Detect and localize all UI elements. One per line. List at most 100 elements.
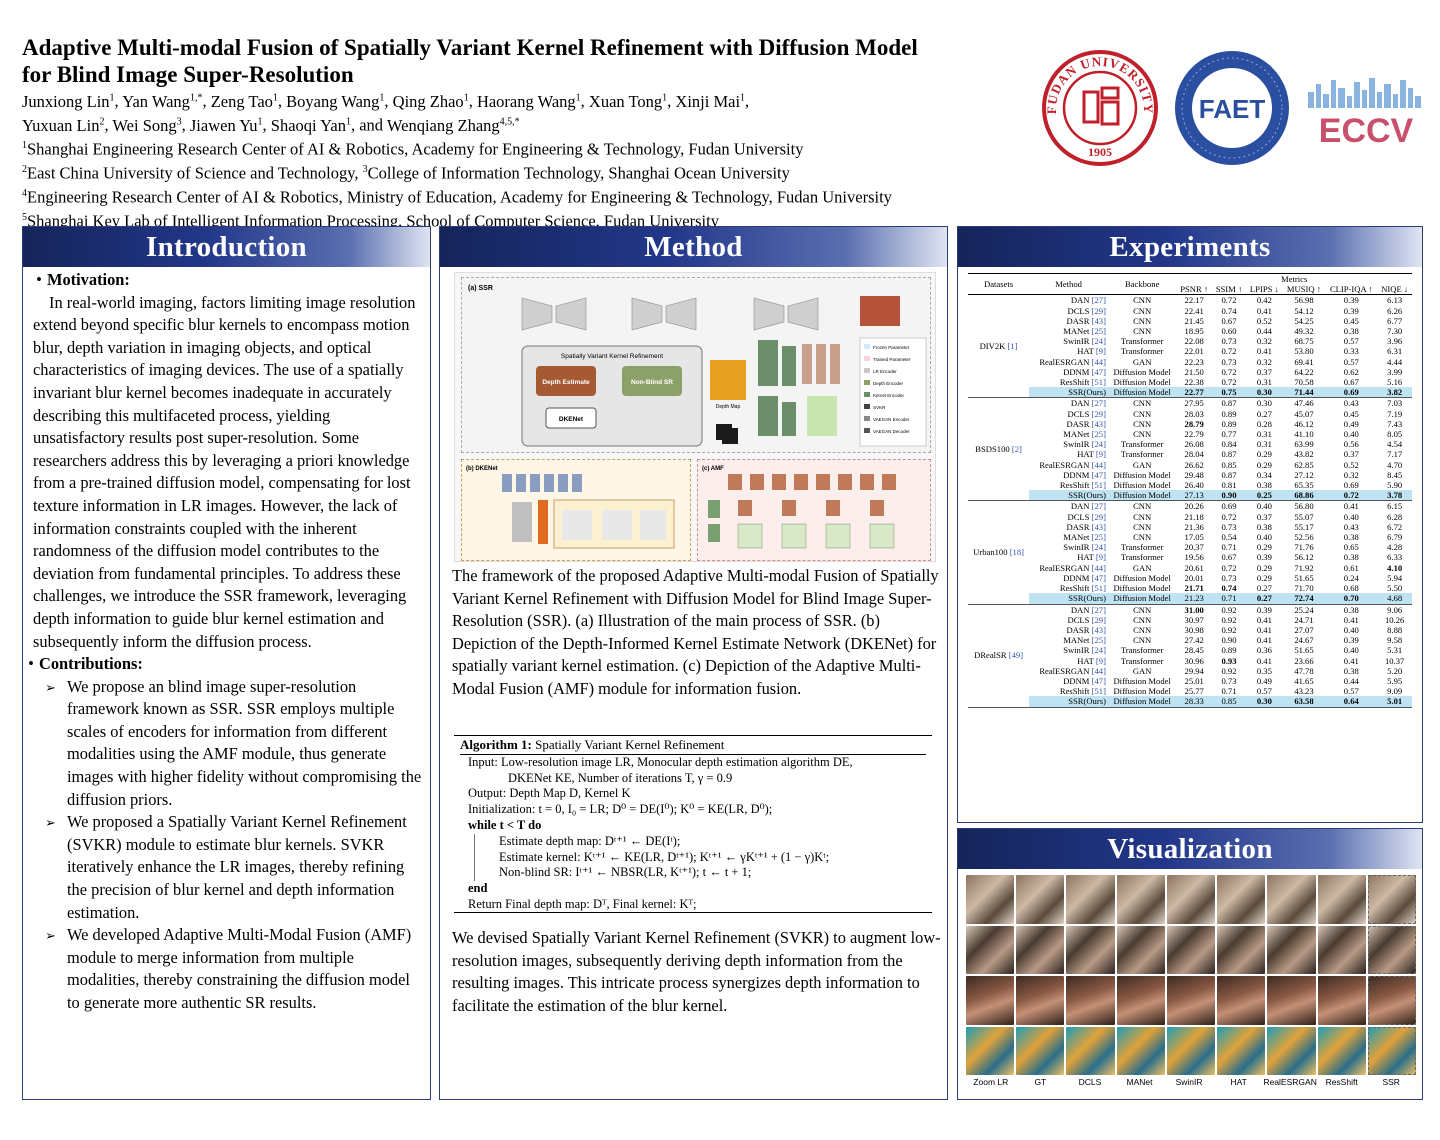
backbone-cell: CNN	[1133, 398, 1152, 409]
metric-value-cell: 9.58	[1387, 635, 1403, 646]
author-name: Junxiong Lin1	[22, 91, 115, 111]
metric-value-cell: 0.27	[1256, 408, 1272, 419]
method-cell: HAT [9]	[1077, 449, 1106, 460]
metric-value-cell: 71.44	[1282, 387, 1326, 399]
metric-value-cell: 6.72	[1387, 521, 1403, 532]
metric-value-cell: 6.79	[1387, 532, 1403, 543]
metric-value-cell: 49.32	[1294, 326, 1314, 337]
metric-value-cell: 0.93	[1221, 655, 1237, 666]
col-metrics: Metrics	[1176, 273, 1412, 285]
experiments-heading: Experiments	[958, 227, 1422, 267]
metric-value-cell: 71.70	[1294, 583, 1314, 594]
metric-value-cell: 0.56	[1343, 439, 1359, 450]
comparison-image	[966, 976, 1015, 1025]
svg-text:Non-Blind SR: Non-Blind SR	[631, 379, 673, 386]
metric-value-cell: 22.08	[1184, 336, 1204, 347]
figure-ssr-panel: (a) SSR Spatially Variant Kernel Refinem…	[461, 277, 931, 453]
metric-value-cell: 24.67	[1294, 635, 1314, 646]
metric-value-cell: 29.94	[1184, 665, 1204, 676]
metric-value-cell: 0.32	[1256, 356, 1272, 367]
algorithm-line: DKENet KE, Number of iterations T, γ = 0…	[508, 770, 733, 785]
algorithm-title: Algorithm 1: Spatially Variant Kernel Re…	[460, 736, 926, 755]
comparison-label: DCLS	[1078, 1077, 1102, 1087]
metric-value-cell: 0.29	[1256, 459, 1272, 470]
metric-value-cell: 71.76	[1294, 542, 1314, 553]
metric-value-cell: 0.70	[1325, 593, 1378, 605]
comparison-image	[1166, 925, 1216, 974]
figure-dkenet-panel: (b) DKENet	[461, 459, 691, 561]
metric-value-cell: 6.28	[1387, 511, 1403, 522]
backbone-cell: CNN	[1133, 295, 1152, 306]
affiliation-5: 5Shanghai Key Lab of Intelligent Informa…	[22, 211, 719, 231]
metric-value-cell: 6.26	[1387, 305, 1403, 316]
metric-value-cell: 0.40	[1256, 532, 1272, 543]
eccv-logo: ECCV	[1308, 78, 1421, 148]
svg-text:Spatially Variant Kernel Refin: Spatially Variant Kernel Refinement	[561, 353, 663, 360]
method-cell: DCLS [29]	[1067, 305, 1106, 316]
metric-value-cell: 0.69	[1325, 387, 1378, 399]
metric-value-cell: 0.92	[1221, 665, 1237, 676]
metric-value-cell: 10.37	[1385, 655, 1405, 666]
metric-value-cell: 5.01	[1377, 696, 1412, 708]
metric-value-cell: 0.37	[1256, 366, 1272, 377]
metric-value-cell: 0.89	[1221, 418, 1237, 429]
method-cell: ResShift [51]	[1059, 480, 1106, 491]
backbone-cell: Diffusion Model	[1107, 593, 1177, 605]
results-table-wrap: Datasets Method Backbone Metrics PSNR ↑S…	[968, 272, 1412, 797]
author-name: Yan Wang1,*	[122, 91, 203, 111]
arrow-bullet-icon: ➢	[45, 816, 56, 832]
algorithm-line: Estimate kernel: Kᵗ⁺¹ ← KE(LR, Dᵗ⁺¹); Kᵗ…	[499, 849, 830, 864]
metric-value-cell: 53.80	[1294, 346, 1314, 357]
method-cell: ResShift [51]	[1059, 583, 1106, 594]
metric-value-cell: 5.50	[1387, 583, 1403, 594]
contribution-item: ➢We propose an blind image super-resolut…	[45, 676, 422, 812]
backbone-cell: Diffusion Model	[1113, 366, 1171, 377]
backbone-cell: CNN	[1133, 408, 1152, 419]
metric-value-cell: 27.13	[1176, 490, 1212, 502]
backbone-cell: Transformer	[1120, 542, 1164, 553]
metric-value-cell: 0.67	[1343, 377, 1359, 388]
svg-text:(a) SSR: (a) SSR	[468, 285, 493, 292]
backbone-cell: Transformer	[1120, 336, 1164, 347]
metric-value-cell: 17.05	[1184, 532, 1204, 543]
backbone-cell: CNN	[1133, 604, 1152, 615]
contributions-heading: • Contributions:	[23, 653, 422, 676]
metric-value-cell: 0.41	[1256, 635, 1272, 646]
backbone-cell: Transformer	[1120, 645, 1164, 656]
metric-value-cell: 69.41	[1294, 356, 1314, 367]
metric-value-cell: 0.90	[1212, 490, 1247, 502]
method-cell: DASR [43]	[1066, 315, 1106, 326]
metric-value-cell: 30.97	[1184, 614, 1204, 625]
backbone-cell: CNN	[1133, 624, 1152, 635]
metric-value-cell: 0.28	[1256, 418, 1272, 429]
metric-value-cell: 71.92	[1294, 562, 1314, 573]
metric-value-cell: 0.72	[1221, 366, 1237, 377]
metric-value-cell: 0.68	[1343, 583, 1359, 594]
backbone-cell: Diffusion Model	[1113, 583, 1171, 594]
metric-value-cell: 0.81	[1221, 480, 1237, 491]
algorithm-line: while t < T do	[468, 817, 542, 832]
comparison-image	[1116, 875, 1165, 924]
metric-value-cell: 0.29	[1256, 542, 1272, 553]
metric-value-cell: 0.39	[1343, 305, 1359, 316]
metric-value-cell: 0.89	[1221, 645, 1237, 656]
comparison-image	[1166, 1026, 1216, 1075]
metric-value-cell: 25.01	[1184, 675, 1204, 686]
metric-value-cell: 0.29	[1256, 562, 1272, 573]
poster-header: Adaptive Multi-modal Fusion of Spatially…	[22, 34, 1042, 232]
metric-value-cell: 0.73	[1221, 675, 1237, 686]
metric-value-cell: 43.82	[1294, 449, 1314, 460]
metric-value-cell: 6.15	[1387, 501, 1403, 512]
metric-value-cell: 0.32	[1256, 336, 1272, 347]
